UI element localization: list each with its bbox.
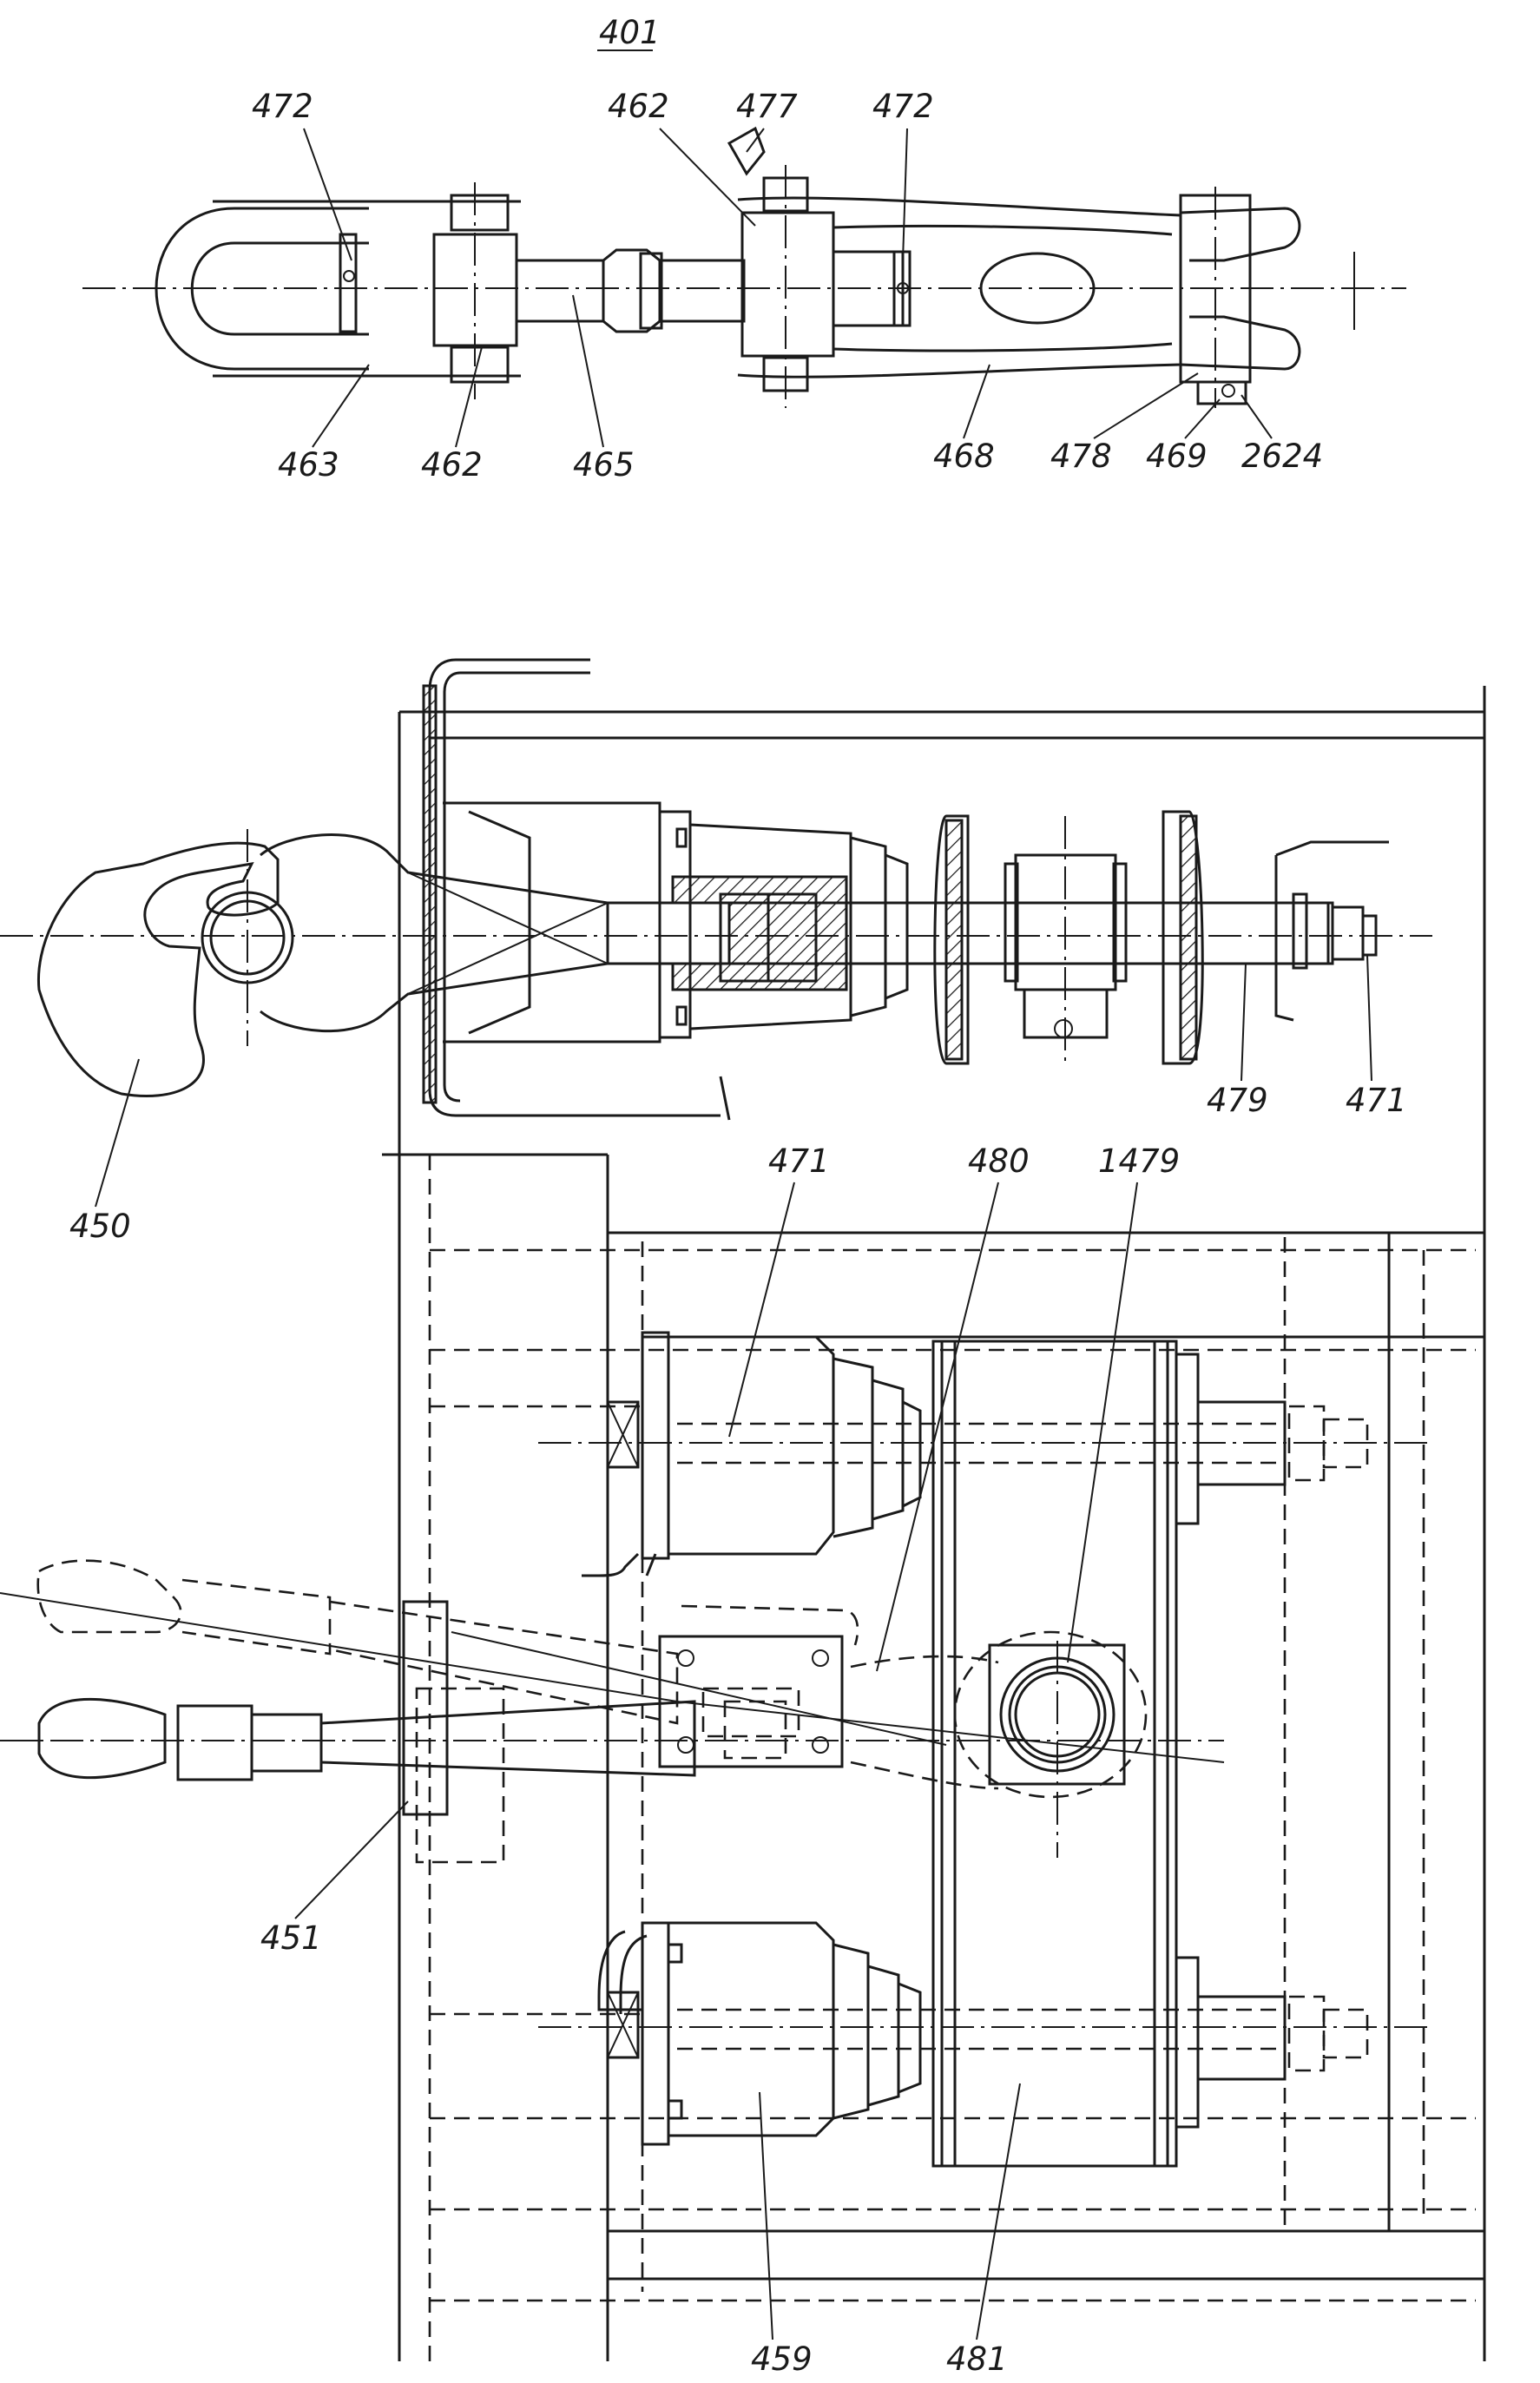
label-462-top: 462 (608, 88, 669, 125)
label-450: 450 (69, 1208, 131, 1245)
label-478: 478 (1050, 438, 1112, 475)
side-view-labels: 450 479 471 (69, 954, 1407, 1245)
label-463: 463 (278, 446, 339, 484)
label-471-plan: 471 (768, 1142, 830, 1180)
label-479: 479 (1207, 1082, 1268, 1119)
label-1479: 1479 (1098, 1142, 1180, 1180)
side-view-hook-assembly (0, 658, 1486, 2361)
label-472-left: 472 (252, 88, 313, 125)
label-468: 468 (933, 438, 995, 475)
label-472-right: 472 (872, 88, 934, 125)
label-481: 481 (946, 2340, 1008, 2378)
label-462-bottom: 462 (421, 446, 483, 484)
label-459: 459 (751, 2340, 813, 2378)
plan-view-labels: 471 480 1479 451 459 481 (260, 1142, 1180, 2378)
top-view-labels: 472 462 477 472 463 462 465 468 478 469 … (252, 88, 1323, 484)
label-469: 469 (1146, 438, 1208, 475)
label-465: 465 (573, 446, 635, 484)
label-471-side: 471 (1346, 1082, 1407, 1119)
figure-number-label: 401 (599, 14, 661, 51)
plan-view-spring-group (0, 1153, 1484, 2361)
label-2624: 2624 (1241, 438, 1323, 475)
label-477: 477 (736, 88, 798, 125)
label-480: 480 (968, 1142, 1030, 1180)
top-view-coupling (82, 126, 1406, 408)
label-451: 451 (260, 1919, 322, 1957)
figure-number: 401 (597, 14, 661, 51)
